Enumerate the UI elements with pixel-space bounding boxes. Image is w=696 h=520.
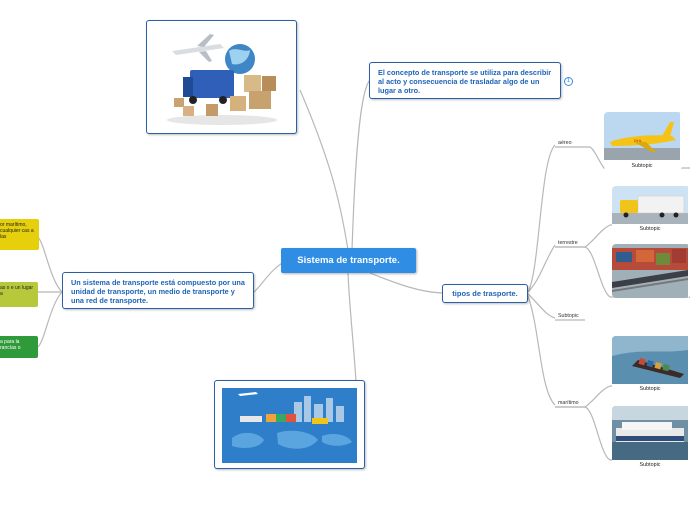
branch-label-maritimo[interactable]: marítimo [558, 400, 579, 406]
connector-central-concept [351, 79, 371, 251]
cargo-plane-caption: Subtopic [631, 163, 653, 169]
truck-subtopic[interactable]: Subtopic [612, 186, 690, 234]
container-ship-image [612, 336, 688, 384]
types-topic[interactable]: tipos de trasporte. [442, 284, 528, 303]
world-logistics-image [222, 388, 357, 463]
ferry-subtopic[interactable]: Subtopic [612, 406, 690, 470]
container-train-image [612, 244, 688, 298]
left-subtopic-olive[interactable]: as o e un lugar a [0, 282, 38, 307]
cargo-plane-image: DHL [604, 112, 680, 160]
note-count-badge[interactable]: 1 [564, 77, 573, 86]
truck-caption: Subtopic [639, 226, 661, 232]
logistics-image [152, 26, 291, 128]
connector-types-aereo [527, 144, 556, 293]
system-text: Un sistema de transporte está compuesto … [71, 278, 245, 305]
system-topic[interactable]: Un sistema de transporte está compuesto … [62, 272, 254, 309]
logistics-image-node[interactable] [146, 20, 297, 134]
svg-text:DHL: DHL [634, 138, 643, 143]
concept-text: El concepto de transporte se utiliza par… [378, 68, 552, 95]
connector-types-terrestre [527, 244, 556, 293]
central-label: Sistema de transporte. [297, 255, 400, 266]
truck-image [612, 186, 688, 224]
connector-central-image-top [299, 89, 349, 251]
cargo-plane-subtopic[interactable]: DHL Subtopic [604, 112, 682, 170]
branch-label-subtopic[interactable]: Subtopic [558, 313, 579, 319]
container-train-subtopic[interactable] [612, 244, 690, 298]
world-logistics-image-node[interactable] [214, 380, 365, 469]
concept-topic[interactable]: El concepto de transporte se utiliza par… [369, 62, 561, 99]
ferry-caption: Subtopic [639, 462, 661, 468]
ferry-image [612, 406, 688, 460]
connector-central-system [253, 261, 285, 293]
branch-label-aereo[interactable]: aéreo [558, 140, 572, 146]
types-label: tipos de trasporte. [452, 289, 518, 298]
connector-types-subtopic [527, 293, 556, 319]
branch-label-terrestre[interactable]: terrestre [558, 240, 578, 246]
container-ship-caption: Subtopic [639, 386, 661, 392]
connector-types-maritimo [527, 295, 556, 406]
left-subtopic-green[interactable]: a para la rancías o [0, 336, 38, 358]
connector-central-types [369, 272, 443, 294]
left-subtopic-yellow[interactable]: or marítimo, cualquier cas a las [0, 219, 39, 250]
container-ship-subtopic[interactable]: Subtopic [612, 336, 690, 394]
central-topic[interactable]: Sistema de transporte. [281, 248, 416, 273]
